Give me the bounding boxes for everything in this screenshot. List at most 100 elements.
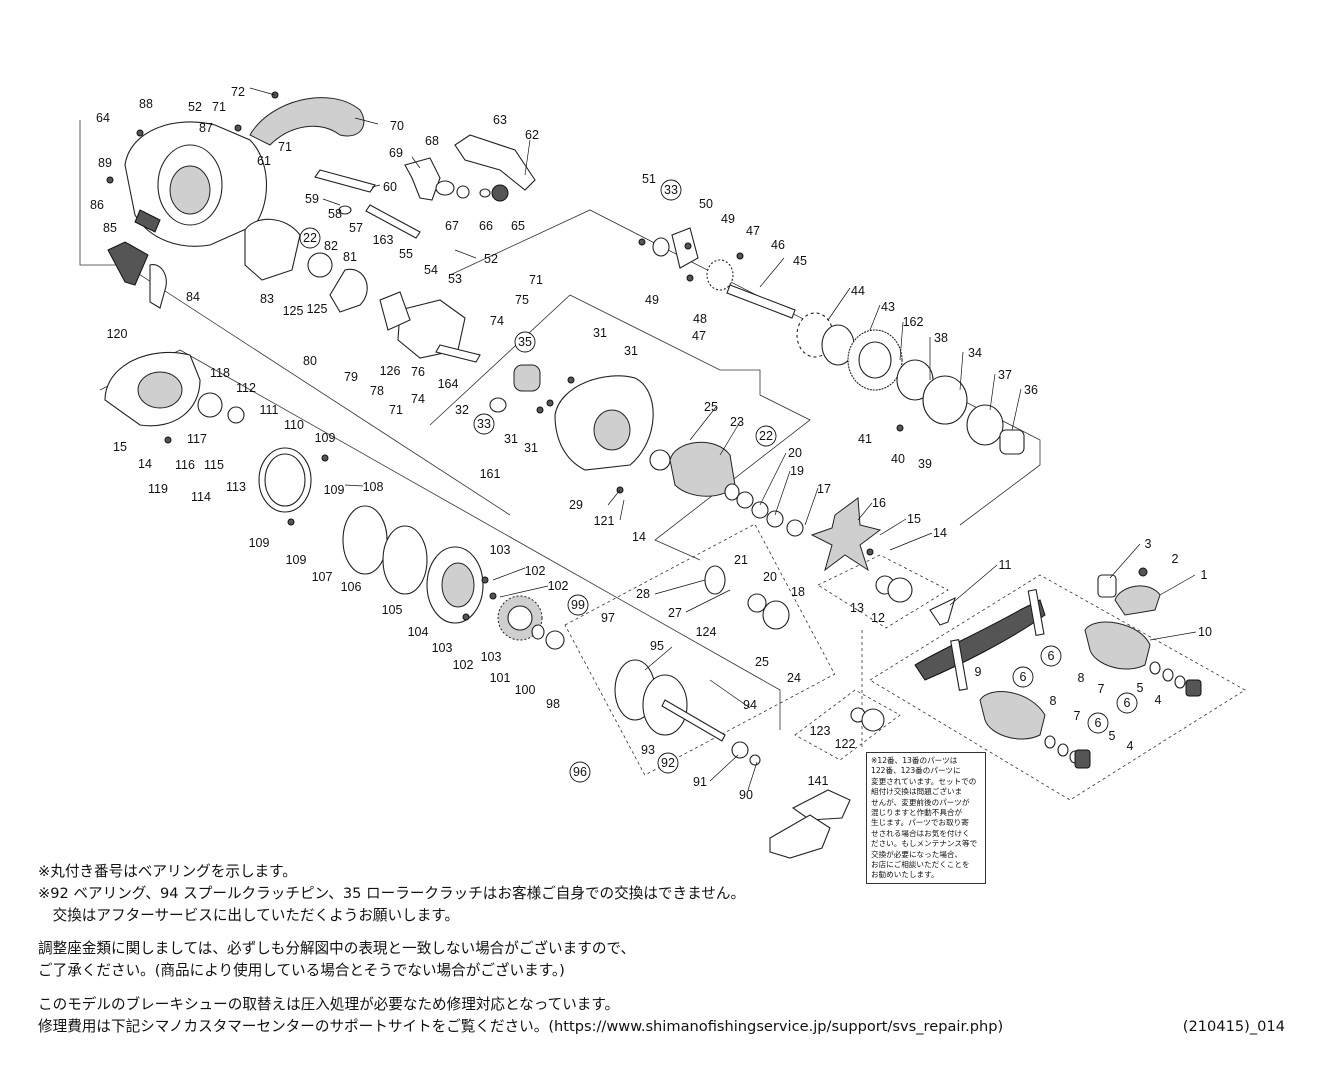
repair-cost-note: 修理費用は下記シマノカスタマーセンターのサポートサイトをご覧ください。(http… (38, 1018, 1004, 1035)
part-number-label: 126 (380, 364, 401, 378)
bearing-circle (567, 594, 589, 616)
part-number-label: 4 (1127, 739, 1134, 753)
part-141-upper (791, 789, 851, 821)
part-122 (861, 708, 885, 732)
part-number-label: 52 (188, 100, 202, 114)
part-number-label: 90 (739, 788, 753, 802)
part-number-label: 102 (525, 564, 546, 578)
part-number-label: 124 (696, 625, 717, 639)
part-number-label: 122 (835, 737, 856, 751)
bearing-number-label: 6 (1048, 649, 1055, 663)
part-number-label: 64 (96, 111, 110, 125)
part-number-label: 125 (307, 302, 328, 316)
part-number-label: 83 (260, 292, 274, 306)
part-number-label: 74 (411, 392, 425, 406)
part-number-label: 21 (734, 553, 748, 567)
part-35-roller-clutch (513, 364, 541, 392)
part-number-label: 61 (257, 154, 271, 168)
part-number-label: 109 (249, 536, 270, 550)
part-number-label: 27 (668, 606, 682, 620)
part-number-label: 72 (231, 85, 245, 99)
side-note-line: 変更されています。セットでの (871, 776, 977, 786)
part-number-label: 75 (515, 293, 529, 307)
part-number-label: 141 (808, 774, 829, 788)
part-number-label: 7 (1098, 682, 1105, 696)
part-163 (365, 204, 421, 239)
part-60 (314, 169, 376, 193)
part-33-lower (489, 397, 507, 413)
part-number-label: 164 (438, 377, 459, 391)
part-number-label: 55 (399, 247, 413, 261)
part-11 (929, 596, 956, 626)
part-number-label: 28 (636, 587, 650, 601)
part-37 (966, 404, 1004, 446)
part-number-label: 117 (187, 432, 207, 446)
part-number-label: 102 (453, 658, 474, 672)
part-number-label: 71 (278, 140, 292, 154)
part-number-label: 103 (481, 650, 502, 664)
part-number-label: 59 (305, 192, 319, 206)
exploded-parts-diagram: 7288527164877063626871696189605986585767… (79, 85, 1246, 859)
brake-shoe-note: このモデルのブレーキシューの取替えは圧入処理が必要なため修理対応となっています。 (38, 996, 620, 1013)
shim-note: 調整座金類に関しましては、必ずしも分解図中の表現と一致しない場合がございますので… (38, 940, 636, 957)
part-63 (454, 134, 536, 191)
part-93 (661, 699, 726, 742)
bearing-note: ※丸付き番号はベアリングを示します。 (38, 863, 297, 880)
part-number-label: 18 (791, 585, 805, 599)
part-68 (435, 180, 455, 196)
part-number-label: 60 (383, 180, 397, 194)
part-number-label: 53 (448, 272, 462, 286)
part-2 (1138, 567, 1148, 577)
part-number-label: 112 (236, 381, 256, 395)
part-84 (149, 264, 167, 309)
part-number-label: 103 (490, 543, 511, 557)
part-69 (404, 157, 441, 201)
part-number-label: 76 (411, 365, 425, 379)
frame-left-group (79, 120, 511, 516)
part-number-label: 8 (1078, 671, 1085, 685)
bearing-circle (1012, 666, 1034, 688)
part-number-label: 14 (632, 530, 646, 544)
part-number-label: 5 (1109, 729, 1116, 743)
side-note-line: 混じりますと作動不具合が (871, 808, 963, 818)
part-number-label: 23 (730, 415, 744, 429)
part-number-label: 47 (692, 329, 706, 343)
bearing-number-label: 6 (1124, 696, 1131, 710)
bearing-circle (1087, 712, 1109, 734)
part-25 (649, 449, 671, 471)
part-number-label: 50 (699, 197, 713, 211)
part-number-label: 105 (382, 603, 403, 617)
part-number-label: 54 (424, 263, 438, 277)
after-service-note: 交換はアフターサービスに出していただくようお願いします。 (38, 907, 460, 924)
part-number-label: 20 (788, 446, 802, 460)
side-note-line: せんが、変更前後のパーツが (871, 797, 970, 807)
part-number-label: 125 (283, 304, 304, 318)
part-number-label: 49 (645, 293, 659, 307)
part-number-label: 101 (490, 671, 511, 685)
part-70 (249, 97, 365, 146)
part-19 (766, 510, 784, 528)
part-number-label: 86 (90, 198, 104, 212)
part-7-lower (1044, 735, 1056, 749)
part-20 (751, 501, 769, 519)
part-number-label: 106 (341, 580, 362, 594)
frame-spool-group (564, 523, 836, 776)
part-112 (227, 406, 245, 424)
part-4-upper (1185, 679, 1202, 697)
part-23 (669, 441, 736, 497)
side-note-line: せされる場合はお気を付けく (871, 828, 970, 838)
bearing-number-label: 33 (477, 417, 491, 431)
part-100 (531, 624, 545, 640)
part-number-label: 38 (934, 331, 948, 345)
part-number-label: 43 (881, 300, 895, 314)
side-note-line: 生じます。パーツでお取り寄 (871, 818, 969, 828)
part-120-cover (137, 371, 183, 409)
side-note-line: お店にご相談いただくことを (871, 860, 970, 870)
bearing-number-label: 99 (571, 598, 585, 612)
part-number-label: 94 (743, 698, 757, 712)
bearing-number-label: 35 (518, 335, 532, 349)
bearing-circle (1040, 645, 1062, 667)
bearing-number-label: 22 (303, 231, 317, 245)
part-number-label: 81 (343, 250, 357, 264)
part-number-label: 41 (858, 432, 872, 446)
